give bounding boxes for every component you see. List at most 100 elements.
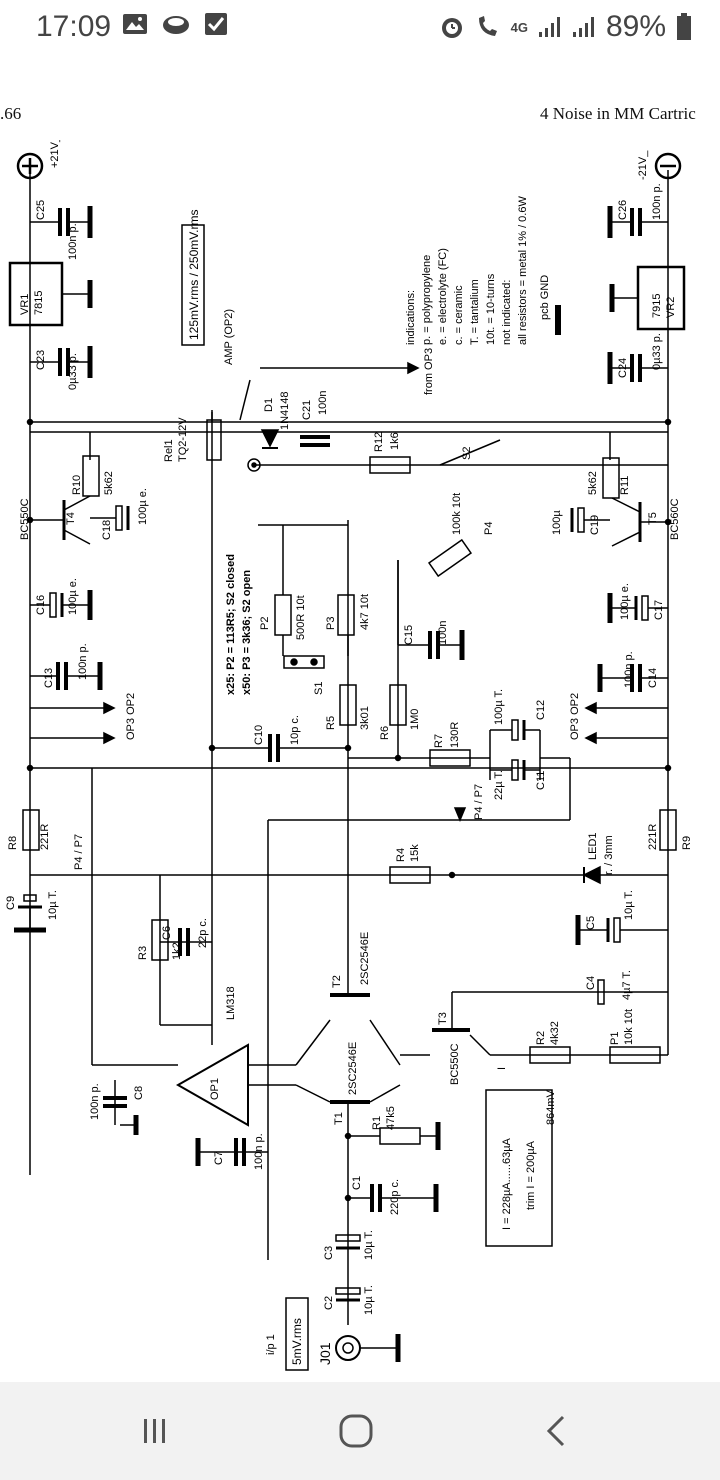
p2-value: 500R 10t: [295, 595, 307, 640]
gain-line-1: x25: P2 = 113R5; S2 closed: [225, 554, 237, 695]
status-time: 17:09: [36, 10, 112, 43]
battery-percent: 89%: [605, 10, 666, 43]
r3-value: 1k2: [171, 942, 183, 960]
c23-value: 0µ33 p.: [67, 353, 79, 390]
page-number: .66: [0, 104, 22, 123]
c4-label: C4: [585, 976, 597, 990]
c1-label: C1: [351, 1176, 363, 1190]
c7-label: C7: [213, 1151, 225, 1165]
r1-label: R1: [371, 1116, 383, 1130]
indications-line-3: c. = ceramic: [453, 285, 465, 345]
t3-label: T3: [437, 1012, 449, 1025]
c6-value: 22p c.: [197, 918, 209, 948]
alarm-icon: [441, 18, 462, 38]
c14-value: 100n p.: [623, 651, 635, 688]
c26-label: C26: [617, 200, 629, 220]
t3-part: BC550C: [449, 1043, 461, 1085]
neg-rail-label: -21V_: [637, 150, 649, 180]
r5-value: 3k01: [359, 706, 371, 730]
amp-label: AMP (OP2): [223, 309, 235, 365]
c4-value: 4µ7 T.: [621, 970, 633, 1000]
circuit-schematic: +21V_ -21V_ C25 100n p. C26 100n p. VR1 …: [5, 140, 693, 1371]
c10-value: 10p c.: [289, 715, 301, 745]
s1-label: S1: [313, 682, 325, 695]
c1-value: 220p c.: [389, 1179, 401, 1215]
c6-label: C6: [161, 926, 173, 940]
r5-label: R5: [325, 716, 337, 730]
indications-line-4: T. = tantalium: [469, 279, 481, 345]
p4-label: P4: [483, 522, 495, 535]
c10-label: C10: [253, 725, 265, 745]
c26-value: 100n p.: [651, 183, 663, 220]
r11-label: R11: [619, 476, 631, 495]
c2-value: 10µ T.: [363, 1285, 375, 1315]
c9-label: C9: [5, 896, 17, 910]
r12-value: 1k6: [389, 432, 401, 450]
p3-label: P3: [325, 617, 337, 630]
c13-label: C13: [43, 668, 55, 688]
wifi-call-icon: [478, 16, 497, 36]
c19-label: C19: [589, 515, 601, 535]
c16-value: 100µ e.: [67, 578, 79, 615]
home-icon: [339, 1414, 373, 1448]
c15-label: C15: [403, 625, 415, 645]
status-icons-left: [122, 12, 228, 36]
c3-label: C3: [323, 1246, 335, 1260]
led1-value: r. / 3mm: [603, 835, 615, 875]
c25-label: C25: [35, 200, 47, 220]
led1-label: LED1: [587, 832, 599, 860]
r9-label: R9: [681, 836, 693, 850]
c18-value: 100µ e.: [137, 488, 149, 525]
c11-value: 22µ T.: [493, 770, 505, 800]
r10-label: R10: [71, 475, 83, 495]
indications-line-0: indications:: [405, 290, 417, 345]
r8-value: 221R: [39, 824, 51, 850]
back-icon: [546, 1415, 565, 1447]
check-icon: [205, 13, 227, 35]
c9-value: 10µ T.: [47, 890, 59, 920]
t1-label: T1: [333, 1112, 345, 1125]
vr1-part: 7815: [33, 291, 45, 315]
indications-line-8: pcb GND: [539, 275, 551, 320]
c12-label: C12: [535, 700, 547, 720]
vr1-label: VR1: [19, 294, 31, 315]
chapter-header: 4 Noise in MM Cartric: [540, 104, 696, 123]
r4-label: R4: [395, 848, 407, 862]
current-box-line-2: trim I = 200µA: [525, 1140, 537, 1210]
r2-value: 4k32: [549, 1021, 561, 1045]
r12-label: R12: [373, 432, 385, 452]
r7-label: R7: [433, 734, 445, 748]
vr2-part: 7915: [651, 294, 663, 318]
home-button[interactable]: [296, 1382, 416, 1480]
op3-op2-right: OP3 OP2: [569, 693, 581, 740]
c24-label: C24: [617, 358, 629, 378]
status-icons-right: 4G 89%: [439, 10, 692, 44]
t2-part: 2SC2546E: [359, 932, 371, 985]
gain-line-2: x50: P3 = 3k36; S2 open: [241, 570, 253, 695]
input-level-text: 5mV.rms: [290, 1318, 304, 1365]
r6-label: R6: [379, 726, 391, 740]
t5-label: T5: [647, 512, 659, 525]
p3-value: 4k7 10t: [359, 594, 371, 630]
p4-p7-right: P4 / P7: [473, 784, 485, 820]
cloud-icon: [163, 16, 189, 34]
c15-value: 100n: [437, 621, 449, 645]
relay-name: Rel1: [163, 439, 175, 462]
p1-label: P1: [609, 1032, 621, 1045]
c2-label: C2: [323, 1296, 335, 1310]
c7-value: 100n p.: [253, 1133, 265, 1170]
c8-label: C8: [133, 1086, 145, 1100]
indications-line-2: e. = electrolyte (FC): [437, 248, 449, 345]
c8-value: 100n p.: [89, 1083, 101, 1120]
j01-label: J01: [317, 1342, 333, 1365]
d1-label: D1: [263, 398, 275, 412]
r6-value: 1M0: [409, 709, 421, 730]
indications-line-5: 10t. = 10-turns: [485, 273, 497, 345]
recent-apps-button[interactable]: [95, 1382, 215, 1480]
c16-label: C16: [35, 595, 47, 615]
p2-label: P2: [259, 617, 271, 630]
t2-label: T2: [331, 975, 343, 988]
back-button[interactable]: [497, 1382, 617, 1480]
op3-op2-left: OP3 OP2: [125, 693, 137, 740]
r3-label: R3: [137, 946, 149, 960]
